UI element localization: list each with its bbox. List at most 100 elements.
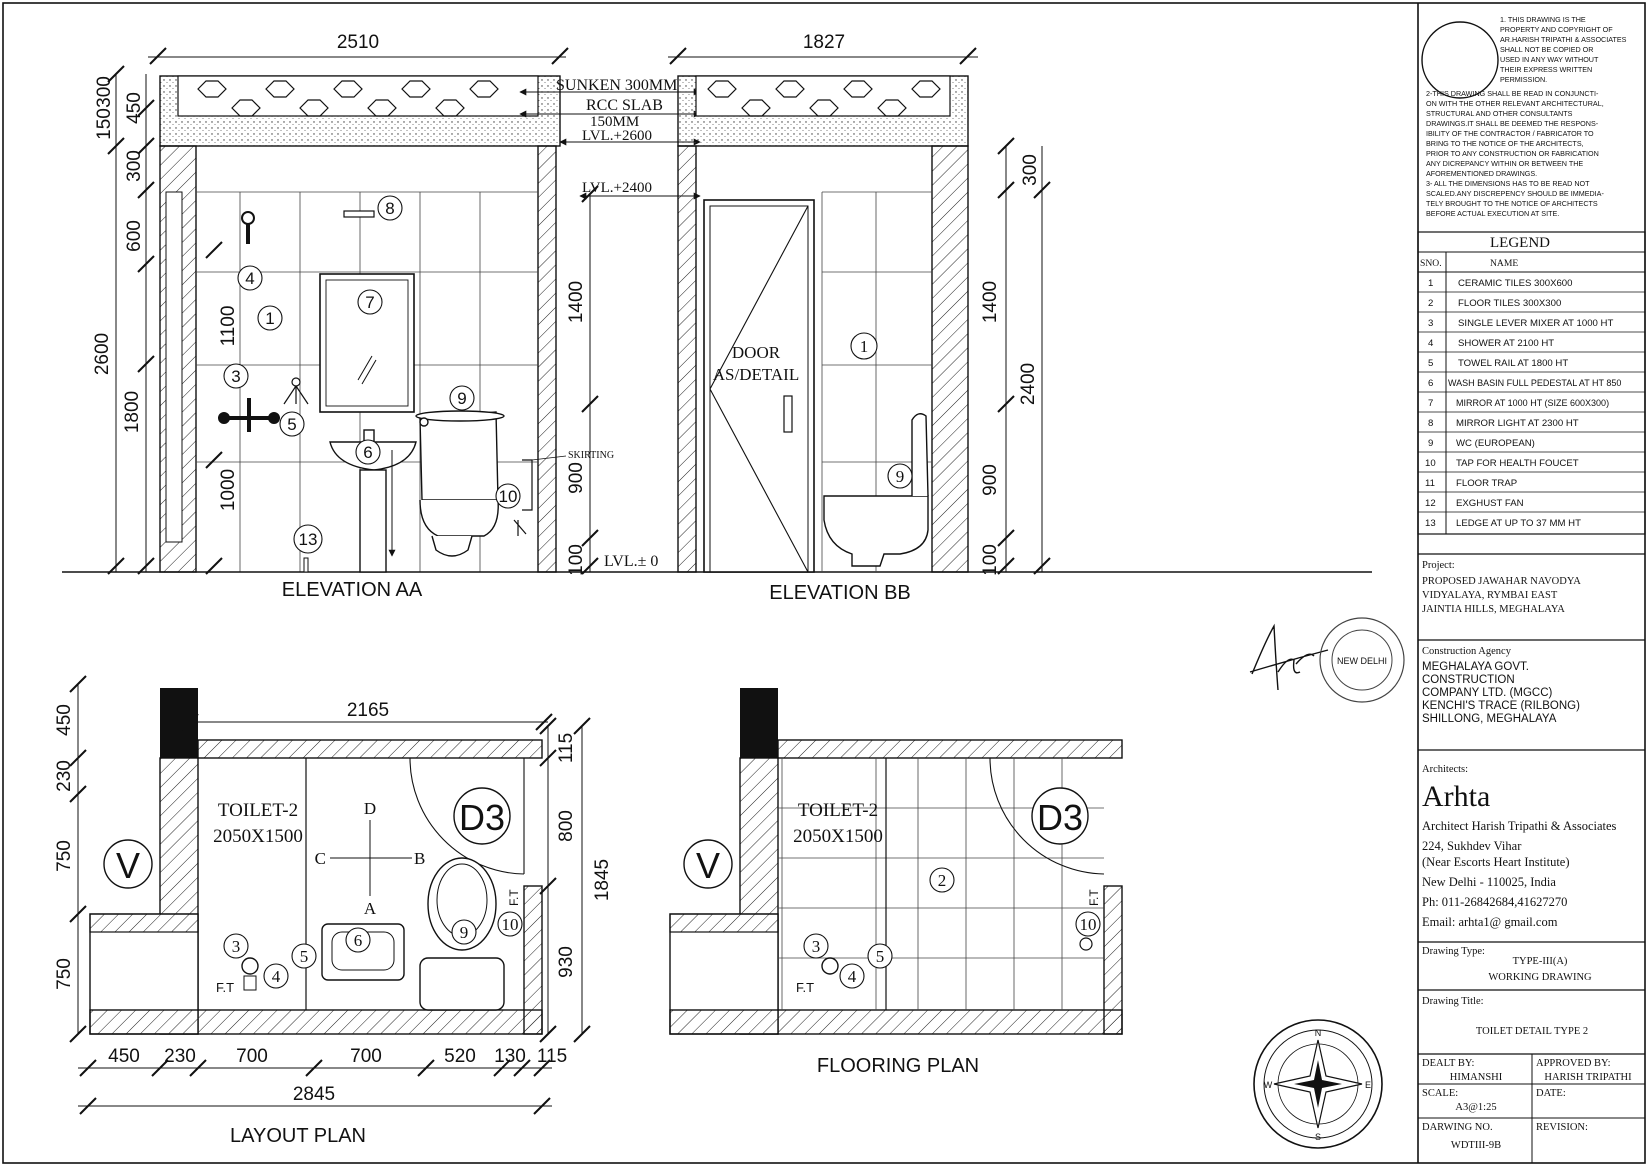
note-line: ANY DICREPANCY WITHIN OR BETWEEN THE [1426, 159, 1583, 168]
agency-line: KENCHI'S TRACE (RILBONG) [1422, 700, 1580, 712]
room-size: 2050X1500 [213, 826, 303, 847]
bubble-13: 13 [299, 530, 318, 549]
dim-1400: 1400 [566, 281, 587, 323]
mirror-glint-2 [361, 359, 377, 385]
fp-bubble-5: 5 [876, 947, 885, 966]
dim-450: 450 [124, 92, 145, 124]
agency-lines: MEGHALAYA GOVT. CONSTRUCTION COMPANY LTD… [1422, 661, 1580, 725]
lp-b-450: 450 [108, 1046, 140, 1067]
architect-line: Email: arhta1@ gmail.com [1422, 915, 1558, 929]
mixer-plan [243, 975, 257, 991]
skirting-label: SKIRTING [568, 450, 614, 461]
bb-dim-1400: 1400 [980, 281, 1001, 323]
drawing-title-label: Drawing Title: [1422, 996, 1484, 1007]
legend-item: TOWEL RAIL AT 1800 HT [1458, 358, 1568, 369]
fp-bubble-4: 4 [848, 967, 857, 986]
bb-right-wall [931, 145, 969, 573]
architects-lines: Architect Harish Tripathi & Associates 2… [1422, 819, 1617, 929]
view-markers [330, 820, 412, 896]
scale-label: SCALE: [1422, 1088, 1458, 1099]
compass-n: N [1315, 1028, 1322, 1038]
project-line: VIDYALAYA, RYMBAI EAST [1422, 590, 1558, 601]
lp-bubble-6: 6 [354, 931, 363, 950]
note-lvl-0: LVL.± 0 [604, 553, 658, 570]
bb-dim-2400: 2400 [1018, 363, 1039, 405]
note-rcc: RCC SLAB [586, 97, 663, 114]
dealt-by: HIMANSHI [1450, 1072, 1503, 1083]
legend-item: FLOOR TILES 300X300 [1458, 298, 1561, 309]
dim-900: 900 [566, 462, 587, 494]
note-line: 2-THIS DRAWING SHALL BE READ IN CONJUNCT… [1426, 89, 1599, 98]
flooring-plan-title: FLOORING PLAN [817, 1055, 979, 1077]
bb-dim-900: 900 [980, 464, 1001, 496]
wc [415, 410, 505, 557]
bb-dim-100: 100 [980, 544, 1001, 576]
dim-100: 100 [566, 544, 587, 576]
title-block: 1. THIS DRAWING IS THE PROPERTY AND COPY… [1417, 3, 1646, 1163]
room-name: TOILET-2 [218, 800, 298, 821]
marker-a: A [364, 899, 377, 918]
drawing-no: WDTIII-9B [1451, 1140, 1501, 1151]
note-line: PRIOR TO ANY CONSTRUCTION OR FABRICATION [1426, 149, 1599, 158]
elevation-aa-bubble-labels: 1 3 4 5 6 7 8 9 10 13 [231, 199, 517, 549]
architect-line: Architect Harish Tripathi & Associates [1422, 819, 1617, 833]
lp-bubble-10: 10 [502, 915, 519, 934]
dim-tick [149, 47, 167, 65]
dim-150: 150 [94, 108, 115, 140]
fp-door-swing [989, 757, 1105, 875]
hexagon-fill-bb [707, 80, 941, 117]
stamp-center: NEW DELHI [1337, 656, 1387, 666]
legend-sno: 7 [1428, 398, 1433, 409]
lp-bubble-5: 5 [300, 947, 309, 966]
vent-tag-circle [103, 839, 153, 889]
compass-rose-icon: N E S W [1253, 1019, 1383, 1149]
flooring-plan: TOILET-2 2050X1500 D3 V 2 3 4 5 10 F.T F… [669, 688, 1123, 1077]
architects-logo: Arhta [1422, 780, 1490, 813]
legend-sno: 12 [1425, 498, 1436, 509]
note-line: STRUCTURAL AND OTHER CONSULTANTS [1426, 109, 1573, 118]
architect-line: 224, Sukhdev Vihar [1422, 839, 1522, 853]
elevation-bb: DOOR AS/DETAIL 1 9 1827 300 1400 2400 90… [668, 32, 1051, 604]
lp-bubble-4: 4 [272, 967, 281, 986]
ft-label-right: F.T [507, 889, 521, 906]
logo-circle [1421, 21, 1499, 99]
legend-item: MIRROR LIGHT AT 2300 HT [1456, 418, 1579, 429]
note-line: BEFORE ACTUAL EXECUTION AT SITE. [1426, 209, 1559, 218]
agency-line: COMPANY LTD. (MGCC) [1422, 687, 1553, 699]
slab-void [177, 75, 539, 117]
fp-room-name: TOILET-2 [798, 800, 878, 821]
lp-b-700: 700 [236, 1046, 268, 1067]
fp-bubble-10: 10 [1080, 915, 1097, 934]
legend-rows: 1 CERAMIC TILES 300X600 2 FLOOR TILES 30… [1425, 278, 1621, 529]
lp-dim-115: 115 [556, 733, 577, 763]
project-line: JAINTIA HILLS, MEGHALAYA [1422, 604, 1565, 615]
door-tag: D3 [459, 797, 505, 838]
fp-bubble-2: 2 [938, 871, 947, 890]
dim-1000: 1000 [218, 469, 239, 511]
fp-door-tag: D3 [1037, 797, 1083, 838]
lp-dim-750-b: 750 [54, 958, 75, 990]
dim-tick [959, 47, 977, 65]
slab-void-bb [695, 75, 951, 117]
vent-tag: V [116, 845, 140, 886]
legend-sno: 1 [1428, 278, 1433, 289]
architects-label: Architects: [1422, 764, 1468, 775]
fp-bottom-wall [669, 1009, 1123, 1035]
drawing-type-1: TYPE-III(A) [1513, 956, 1568, 967]
fp-room-size: 2050X1500 [793, 826, 883, 847]
legend-item: CERAMIC TILES 300X600 [1458, 278, 1572, 289]
plan-top-wall [197, 739, 543, 759]
dim-1100: 1100 [218, 306, 239, 347]
note-line: DRAWINGS.IT SHALL BE DEEMED THE RESPONS- [1426, 119, 1599, 128]
basin-plan [321, 923, 405, 981]
fp-right-wall [1103, 885, 1123, 1035]
lp-dim-2165: 2165 [347, 700, 389, 721]
dealt-by-label: DEALT BY: [1422, 1058, 1475, 1069]
layout-plan-title: LAYOUT PLAN [230, 1125, 366, 1147]
date-label: DATE: [1536, 1088, 1566, 1099]
dim-300-b: 300 [124, 150, 145, 182]
layout-bubbles [223, 911, 523, 989]
health-faucet [513, 459, 533, 536]
width-dim-1827: 1827 [803, 32, 845, 53]
plan-right-wall [523, 885, 543, 1035]
